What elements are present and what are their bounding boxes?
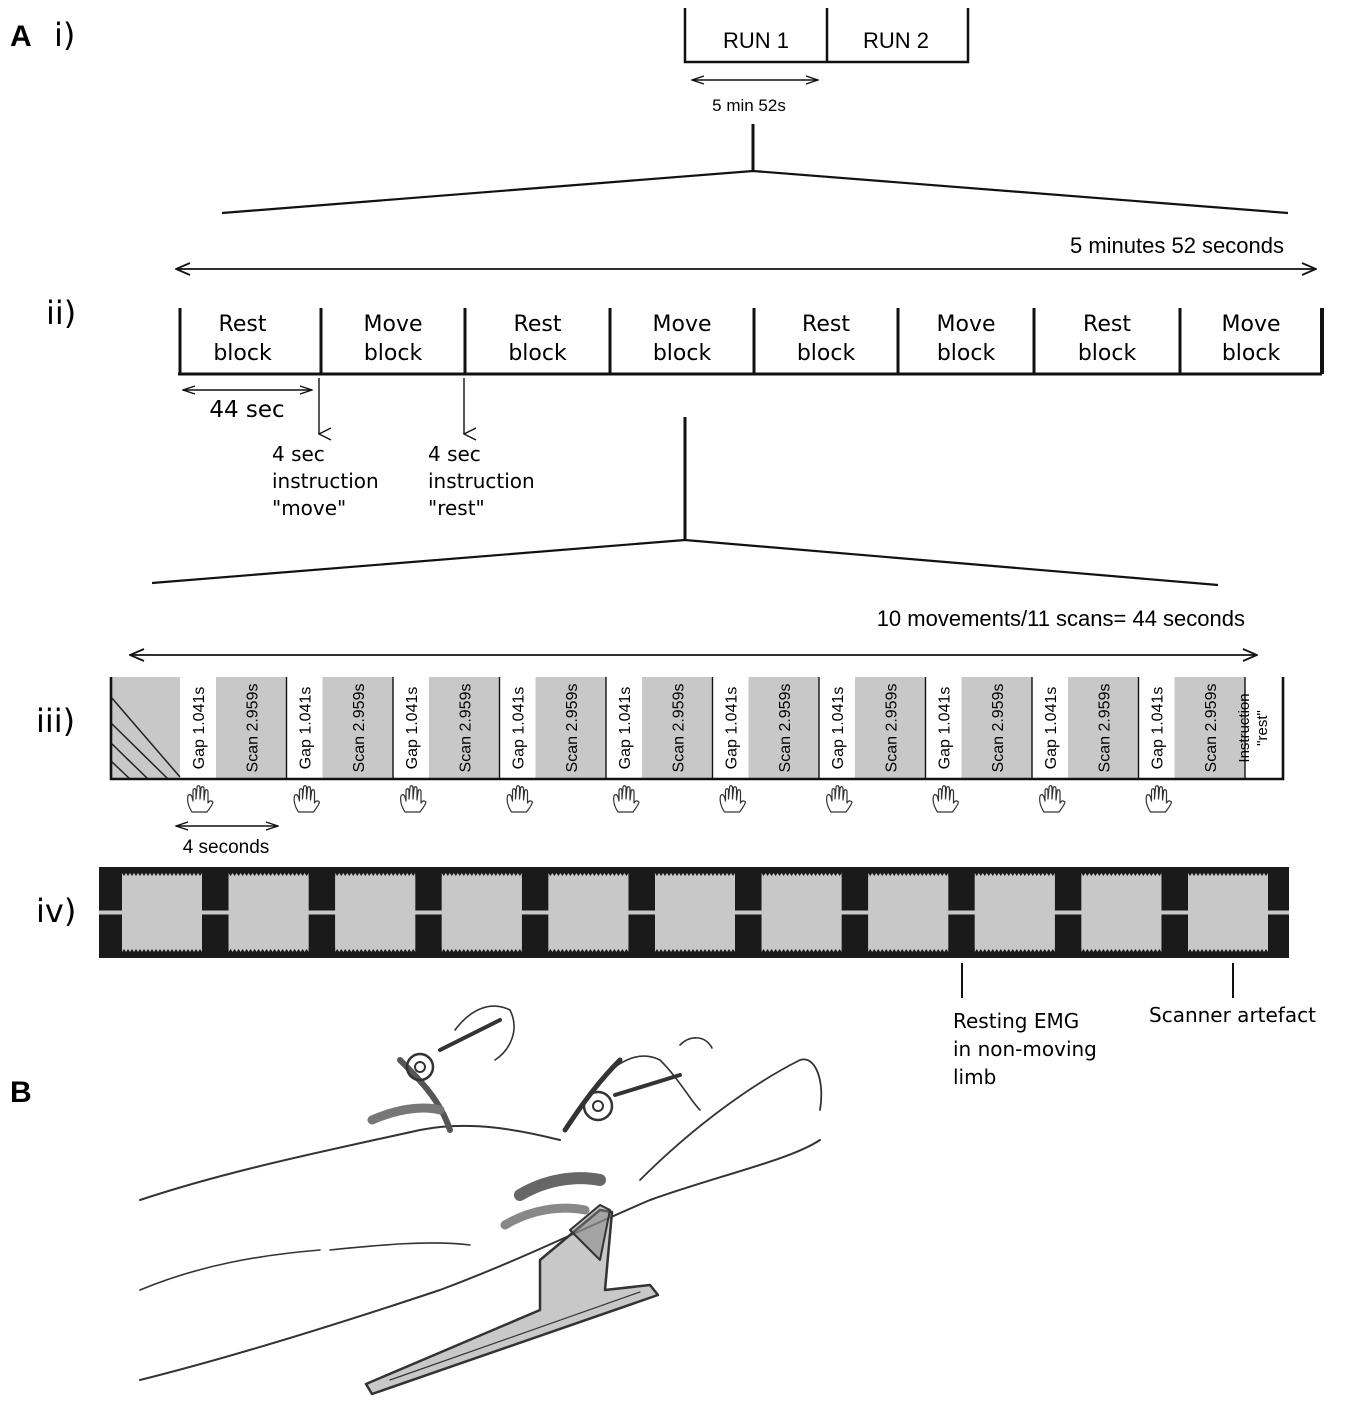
- resting-emg-label: Resting EMG in non-moving limb: [953, 1009, 1103, 1089]
- scan-segment: [322, 677, 393, 779]
- burst-edge: [228, 873, 309, 952]
- scan-segment: [855, 677, 926, 779]
- blocks-total-label: 5 minutes 52 seconds: [1070, 233, 1284, 258]
- scan-label: Scan 2.959s: [351, 684, 368, 773]
- burst-edge: [441, 873, 522, 952]
- scan-label: Scan 2.959s: [244, 684, 261, 773]
- burst-edge: [761, 873, 842, 952]
- artefact-label: Scanner artefact: [1149, 1003, 1316, 1027]
- zoom-connector-1: [221, 124, 1289, 215]
- burst-edge: [1081, 873, 1162, 952]
- hand-icon: [1039, 785, 1066, 813]
- scan-label: Scan 2.959s: [1096, 684, 1113, 773]
- scans-total-label: 10 movements/11 scans= 44 seconds: [877, 606, 1245, 631]
- scan-segment: [642, 677, 713, 779]
- run-1-label: RUN 1: [723, 28, 789, 53]
- scan-timeline-frame: [109, 677, 1285, 781]
- emg-trace: [99, 867, 1289, 958]
- row-label-iii: iii): [36, 702, 75, 740]
- burst-edge: [1188, 873, 1268, 952]
- scan-segment: [748, 677, 819, 779]
- burst-edge: [868, 873, 949, 952]
- scan-label: Scan 2.959s: [670, 684, 687, 773]
- row-label-ii: ii): [46, 294, 76, 332]
- panel-label-b: B: [10, 1076, 32, 1109]
- four-seconds-label: 4 seconds: [183, 837, 270, 858]
- scan-segment: [961, 677, 1032, 779]
- hand-icon: [826, 785, 853, 813]
- burst-edge: [335, 873, 416, 952]
- scan-label: Scan 2.959s: [457, 684, 474, 773]
- row-label-i: i): [54, 16, 75, 54]
- burst-edge: [655, 873, 735, 952]
- scan-label: Scan 2.959s: [1203, 684, 1220, 773]
- scan-segment: [1068, 677, 1139, 779]
- initial-hatch: [110, 696, 181, 780]
- instruction-rest-label: Instruction"rest": [1236, 693, 1271, 762]
- rest-duration-label: 44 sec: [209, 397, 284, 423]
- movement-markers: [187, 785, 1173, 813]
- wrist-orthosis-photo: [139, 1005, 823, 1396]
- gap-label: Gap 1.041s: [830, 687, 847, 770]
- scan-label: Scan 2.959s: [883, 684, 900, 773]
- hand-icon: [506, 785, 534, 813]
- gap-label: Gap 1.041s: [937, 687, 954, 770]
- run-timeline: RUN 1 RUN 2 5 min 52s: [683, 8, 970, 115]
- scan-segment: [216, 677, 287, 779]
- zoom-connector-2: [151, 417, 1219, 587]
- gap-label: Gap 1.041s: [617, 687, 634, 770]
- scan-label: Scan 2.959s: [564, 684, 581, 773]
- panel-label-a: A: [10, 20, 32, 53]
- hand-icon: [187, 785, 214, 813]
- instr-move-label: 4 sec instruction "move": [272, 442, 385, 520]
- scan-label: Scan 2.959s: [777, 684, 794, 773]
- gap-label: Gap 1.041s: [191, 687, 208, 770]
- gap-label: Gap 1.041s: [298, 687, 315, 770]
- burst-edge: [974, 873, 1055, 952]
- scan-segment: [1174, 677, 1245, 779]
- hand-icon: [1145, 785, 1173, 813]
- hand-icon: [293, 785, 321, 813]
- hand-icon: [400, 785, 427, 813]
- initial-scan-segment: [111, 677, 180, 779]
- row-label-iv: iv): [36, 892, 76, 930]
- gap-label: Gap 1.041s: [724, 687, 741, 770]
- instr-rest-label: 4 sec instruction "rest": [428, 442, 541, 520]
- run-2-label: RUN 2: [863, 28, 929, 53]
- gap-label: Gap 1.041s: [1150, 687, 1167, 770]
- scan-segment: [429, 677, 500, 779]
- gap-label: Gap 1.041s: [404, 687, 421, 770]
- hand-icon: [613, 785, 640, 813]
- hand-icon: [932, 785, 960, 813]
- run-duration-label: 5 min 52s: [712, 96, 786, 115]
- scan-segment: [535, 677, 606, 779]
- scan-label: Scan 2.959s: [990, 684, 1007, 773]
- gap-label: Gap 1.041s: [511, 687, 528, 770]
- scan-timeline: Gap 1.041s Scan 2.959s Gap 1.041s Scan 2.95…: [109, 677, 1285, 781]
- gap-label: Gap 1.041s: [1043, 687, 1060, 770]
- hand-icon: [719, 785, 747, 813]
- burst-edge: [122, 873, 202, 952]
- burst-edge: [548, 873, 629, 952]
